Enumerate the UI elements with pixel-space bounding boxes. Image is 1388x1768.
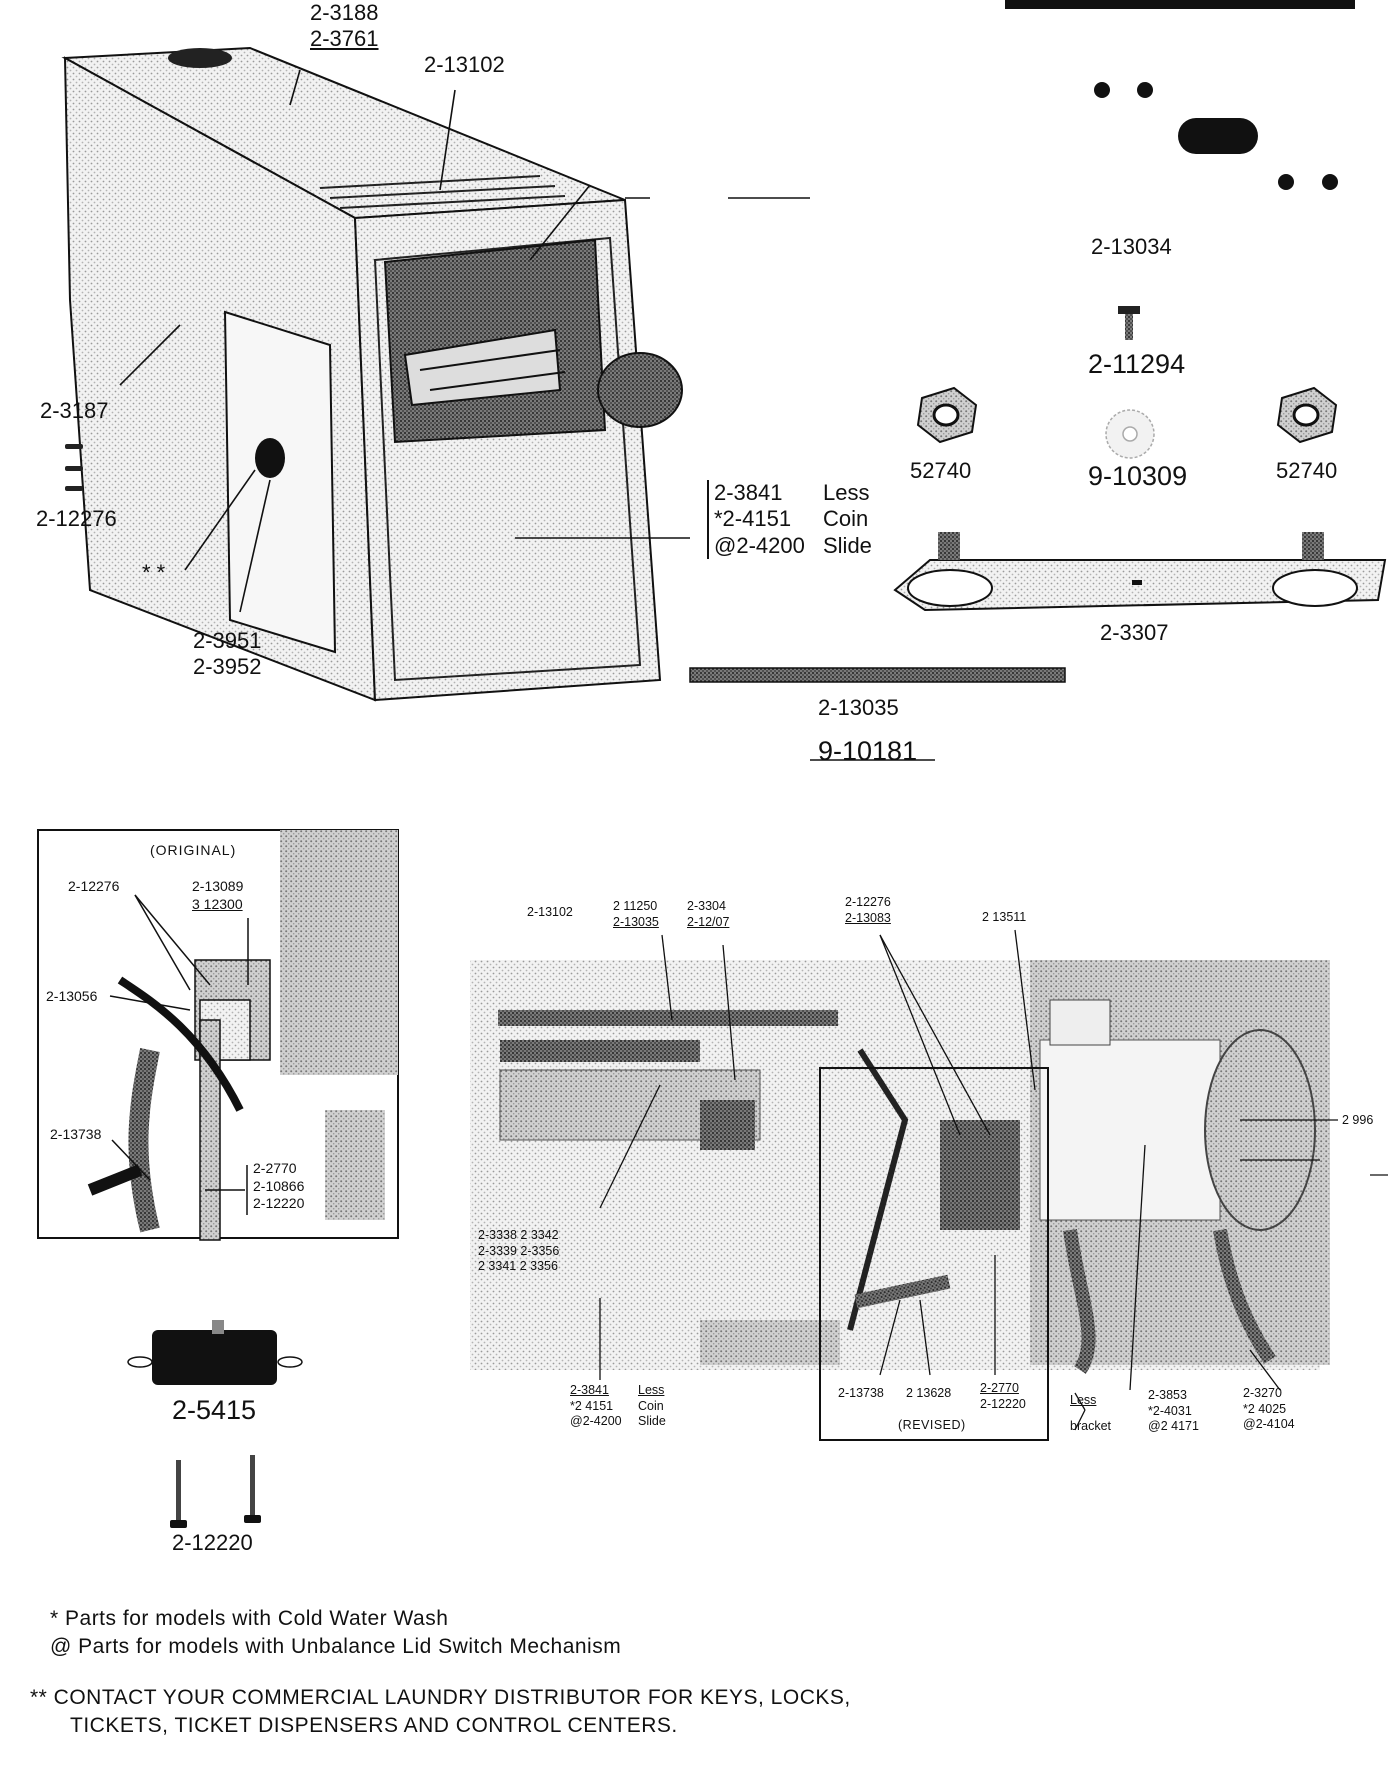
label-label-plate: 2-3951 2-3952 xyxy=(193,628,262,680)
screws-2-12276-top xyxy=(65,444,83,491)
main-label-revised-a: 2-13738 xyxy=(838,1386,884,1400)
screws-2-12220 xyxy=(170,1455,261,1528)
main-photo xyxy=(470,929,1388,1441)
main-label-bracket: 2 13511 xyxy=(982,910,1027,924)
inset-original-frame xyxy=(37,829,399,1241)
label-washer: 9-10309 xyxy=(1088,461,1188,491)
label-cabinet-top: 2-3188 2-3761 xyxy=(310,0,379,52)
note-at: @ Parts for models with Unbalance Lid Sw… xyxy=(50,1635,622,1659)
inset-label-a: 2-12276 xyxy=(68,878,120,894)
main-label-linkage: 2-3338 2 3342 2-3339 2-3356 2 3341 2 335… xyxy=(478,1228,560,1274)
label-screws-2-12220: 2-12220 xyxy=(172,1530,253,1555)
label-key-lock: * * xyxy=(142,560,166,585)
note-star: * Parts for models with Cold Water Wash xyxy=(50,1607,449,1630)
rod-2-13035 xyxy=(689,667,1066,761)
inset-label-c: 2-13056 xyxy=(46,988,98,1004)
label-coin-slide-parts: 2-3841 *2-4151 @2-4200 xyxy=(707,480,805,560)
inset-original-title: (ORIGINAL) xyxy=(150,842,237,858)
main-label-revised-screw: 2-2770 2-12220 xyxy=(980,1381,1026,1411)
nut-right xyxy=(1276,386,1338,444)
washer-9-10309 xyxy=(1105,409,1155,459)
label-bracket: 2-3307 xyxy=(1100,620,1169,645)
label-plate: 2-13034 xyxy=(1091,234,1172,259)
label-rod: 2-13035 xyxy=(818,695,899,720)
contact-line-1: ** CONTACT YOUR COMMERCIAL LAUNDRY DISTR… xyxy=(30,1686,851,1709)
label-side-panel: 2-3187 xyxy=(40,398,109,423)
bracket-2-3307 xyxy=(893,532,1387,612)
screw-2-11294 xyxy=(1118,306,1140,340)
label-nut-left: 52740 xyxy=(910,458,972,483)
label-screws-top: 2-12276 xyxy=(36,506,117,531)
label-rod-alt: 9-10181 xyxy=(818,736,918,766)
contact-note: ** CONTACT YOUR COMMERCIAL LAUNDRY DISTR… xyxy=(30,1684,851,1741)
label-coin-slide-words: Less Coin Slide xyxy=(823,480,872,558)
main-label-bracket-words: Less bracket xyxy=(1070,1393,1111,1434)
main-label-spring: 2-12276 2-13083 xyxy=(845,895,891,925)
label-switch-2-5415: 2-5415 xyxy=(172,1395,257,1425)
label-screw-2-11294: 2-11294 xyxy=(1088,349,1186,379)
main-label-revised-b: 2 13628 xyxy=(906,1386,952,1400)
inset-label-e: 2-2770 2-10866 2-12220 xyxy=(253,1160,305,1211)
nut-left xyxy=(916,386,978,444)
switch-2-5415 xyxy=(127,1320,303,1385)
contact-line-2: TICKETS, TICKET DISPENSERS AND CONTROL C… xyxy=(70,1714,678,1738)
main-label-coin-slide-words: Less Coin Slide xyxy=(638,1383,666,1429)
main-label-harness-parts: 2-3270 *2 4025 @2-4104 xyxy=(1243,1386,1295,1432)
control-center-cabinet xyxy=(61,46,810,702)
label-nut-right: 52740 xyxy=(1276,458,1338,483)
main-label-timer: 2 996 xyxy=(1342,1113,1374,1127)
inset-label-b: 2-13089 3 12300 xyxy=(192,878,244,912)
hardware-plate xyxy=(1094,82,1338,190)
inset-label-d: 2-13738 xyxy=(50,1126,102,1142)
label-cabinet-vent: 2-13102 xyxy=(424,52,505,77)
main-label-bracket-parts: 2-3853 *2-4031 @2 4171 xyxy=(1148,1388,1199,1434)
main-revised-title: (REVISED) xyxy=(898,1418,966,1432)
header-title-fragment xyxy=(1005,0,1355,9)
main-label-rod: 2 11250 2-13035 xyxy=(613,899,659,929)
footnotes: * Parts for models with Cold Water Wash … xyxy=(50,1605,621,1662)
main-label-vent: 2-13102 xyxy=(527,905,573,919)
main-label-coin-slide-parts: 2-3841 *2 4151 @2-4200 xyxy=(570,1383,622,1429)
main-label-switch: 2-3304 2-12/07 xyxy=(687,899,730,929)
